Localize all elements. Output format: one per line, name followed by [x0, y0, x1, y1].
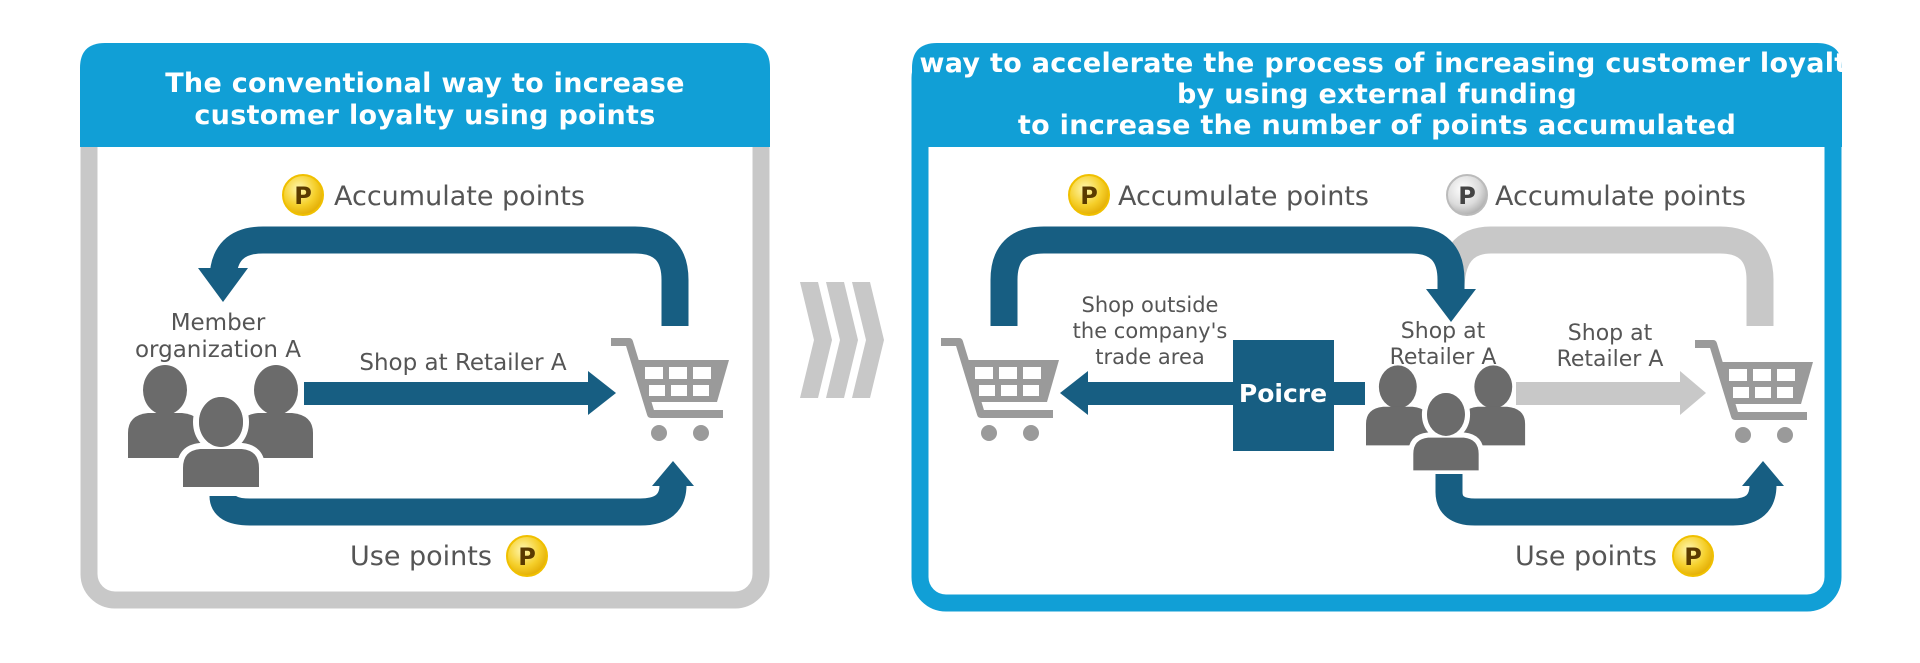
- outside-label-line-3: trade area: [1095, 345, 1205, 369]
- panel-title-line-2: by using external funding: [1177, 79, 1577, 110]
- svg-text:P: P: [294, 182, 312, 210]
- use-points-arrowhead: [1742, 461, 1784, 486]
- poicre-label: Poicre: [1239, 379, 1327, 408]
- accumulate-points-label: Accumulate points: [334, 181, 585, 212]
- accelerated-panel: A way to accelerate the process of incre…: [889, 43, 1866, 612]
- gold-accumulate-arrowhead: [1426, 289, 1476, 322]
- accumulate-points-silver-label: Accumulate points: [1495, 181, 1746, 212]
- outside-shop-arrowhead: [1060, 371, 1088, 415]
- use-points-arrow: [209, 483, 687, 526]
- use-points-arrow: [1435, 474, 1777, 526]
- use-points-arrowhead: [652, 461, 694, 486]
- shop-arrow: [304, 382, 589, 405]
- member-label-line-2: organization A: [135, 337, 301, 363]
- shop-right-line-1: Shop at: [1568, 321, 1653, 346]
- conventional-panel: The conventional way to increase custome…: [80, 43, 770, 609]
- gold-coin-icon: P: [506, 535, 548, 577]
- panel-title-line-3: to increase the number of points accumul…: [1018, 110, 1736, 141]
- accumulate-arrowhead: [198, 268, 248, 302]
- shop-center-line-1: Shop at: [1401, 319, 1486, 344]
- poicre-box: [1233, 340, 1334, 451]
- member-label-line-1: Member: [171, 310, 266, 336]
- gold-accumulate-arrow: [990, 226, 1465, 326]
- panel-title-line-1: The conventional way to increase: [165, 68, 685, 99]
- accumulate-points-gold-label: Accumulate points: [1118, 181, 1369, 212]
- panel-header: [80, 43, 770, 147]
- svg-text:P: P: [518, 543, 536, 571]
- shop-at-retailer-label: Shop at Retailer A: [359, 350, 566, 376]
- panel-title-line-1: A way to accelerate the process of incre…: [889, 48, 1866, 79]
- silver-coin-icon: P: [1446, 174, 1488, 216]
- use-points-label: Use points: [1515, 541, 1657, 572]
- outside-label-line-2: the company's: [1073, 319, 1228, 343]
- svg-text:P: P: [1080, 182, 1098, 210]
- retailer-shop-arrowhead: [1680, 371, 1706, 415]
- svg-text:P: P: [1458, 182, 1476, 210]
- shop-center-line-2: Retailer A: [1390, 345, 1497, 370]
- accumulate-arrow: [209, 226, 689, 326]
- shop-arrowhead: [588, 371, 616, 415]
- gold-coin-icon: P: [1672, 535, 1714, 577]
- panel-header: [912, 43, 1842, 147]
- transition-chevrons-icon: [800, 282, 884, 398]
- use-points-label: Use points: [350, 541, 492, 572]
- shop-right-line-2: Retailer A: [1557, 347, 1664, 372]
- gold-coin-icon: P: [1068, 174, 1110, 216]
- panel-title-line-2: customer loyalty using points: [194, 100, 655, 131]
- svg-text:P: P: [1684, 543, 1702, 571]
- outside-label-line-1: Shop outside: [1082, 293, 1219, 317]
- retailer-shop-arrow: [1516, 382, 1681, 405]
- gold-coin-icon: P: [282, 174, 324, 216]
